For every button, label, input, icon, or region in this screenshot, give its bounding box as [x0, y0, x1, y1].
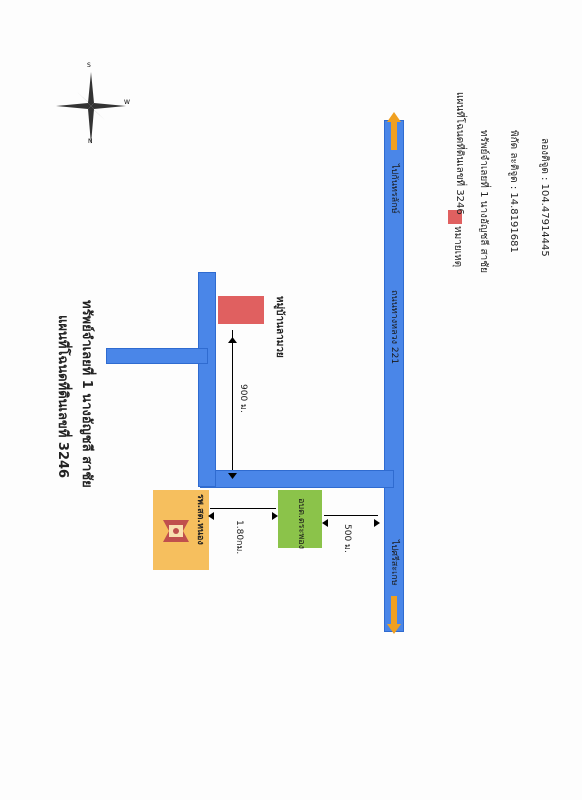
map-title-line1: แผนที่โฉนดที่ดินเลขที่ 3246: [55, 315, 70, 479]
hospital-building-icon: [159, 516, 193, 550]
map-title: แผนที่โฉนดที่ดินเลขที่ 3246: [52, 315, 73, 478]
legend-lon-label: ลองติจูด : 104.47914445: [539, 138, 550, 257]
land-plot-marker: [218, 296, 264, 324]
compass-n-label: N: [88, 138, 93, 145]
arrow-south-icon: [386, 594, 402, 638]
map-title-line2: ทรัพย์จำเลยที่ 1 นางอัญชลี สาชัย: [79, 300, 94, 488]
legend-plot-swatch: [448, 210, 462, 224]
school-box: อบต.ตระพอง: [278, 490, 322, 550]
compass-w-label: W: [124, 99, 130, 106]
legend-heading: หมายเหตุ: [452, 226, 463, 268]
distance-500-label: 500 ม.: [342, 524, 352, 553]
dim-arrow-180-left-icon: [208, 505, 214, 524]
map-subtitle: ทรัพย์จำเลยที่ 1 นางอัญชลี สาชัย: [76, 300, 97, 488]
legend-plot-label: แผนที่โฉนดที่ดินเลขที่ 3246: [454, 92, 465, 215]
dim-arrow-900-top-icon: [228, 328, 237, 347]
dim-line-500: [324, 515, 378, 516]
dim-line-180: [210, 508, 276, 509]
highway-label: ถนนทางหลวง 221: [389, 290, 399, 365]
hospital-box: รพ.สต.หนอง: [153, 490, 209, 570]
dim-line-900: [232, 330, 233, 470]
compass-rose-icon: S N W: [52, 62, 130, 148]
dim-arrow-500-right-icon: [374, 512, 380, 531]
legend-owner-label: ทรัพย์จำเลยที่ 1 นางอัญชลี สาชัย: [478, 130, 489, 273]
distance-900-label: 900 ม.: [238, 384, 248, 413]
legend-lat-label: พิกัด ละติจูด : 14.8191681: [508, 130, 519, 253]
dim-arrow-500-left-icon: [322, 512, 328, 531]
village-label: หมู่บ้านลามวย: [274, 296, 285, 358]
to-south-label: ไปศรีสะเกษ: [389, 540, 399, 586]
arrow-north-icon: [386, 112, 402, 156]
dim-arrow-180-right-icon: [272, 505, 278, 524]
dim-arrow-900-bottom-icon: [228, 464, 237, 483]
branch-road: [106, 348, 208, 364]
village-road: [198, 272, 216, 487]
to-north-label: ไปกันทรลักษ์: [389, 164, 399, 214]
distance-180-label: 1.80กม.: [234, 520, 244, 555]
school-label: อบต.ตระพอง: [296, 498, 306, 550]
compass-s-label: S: [87, 62, 91, 69]
hospital-label: รพ.สต.หนอง: [195, 494, 205, 545]
